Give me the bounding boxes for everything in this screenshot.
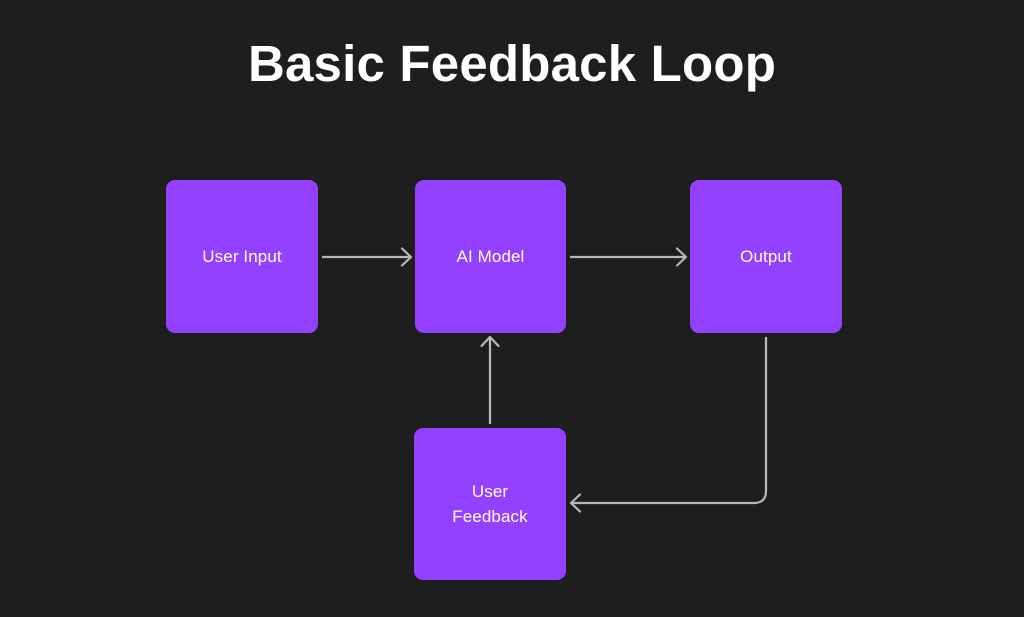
node-user-input-label: User Input [202, 247, 282, 266]
node-ai-model[interactable]: AI Model [415, 180, 566, 333]
edge-output-to-user-feedback [569, 337, 768, 513]
node-user-feedback-label: User Feedback [452, 482, 528, 526]
edge-user-feedback-to-ai-model [480, 335, 500, 424]
node-user-feedback[interactable]: User Feedback [414, 428, 566, 580]
node-user-input[interactable]: User Input [166, 180, 318, 333]
node-ai-model-label: AI Model [456, 247, 525, 266]
edge-user-input-to-ai-model [322, 247, 413, 267]
page-title: Basic Feedback Loop [247, 35, 777, 92]
edge-ai-model-to-output [570, 247, 688, 267]
node-output[interactable]: Output [690, 180, 842, 333]
node-output-label: Output [740, 247, 792, 266]
